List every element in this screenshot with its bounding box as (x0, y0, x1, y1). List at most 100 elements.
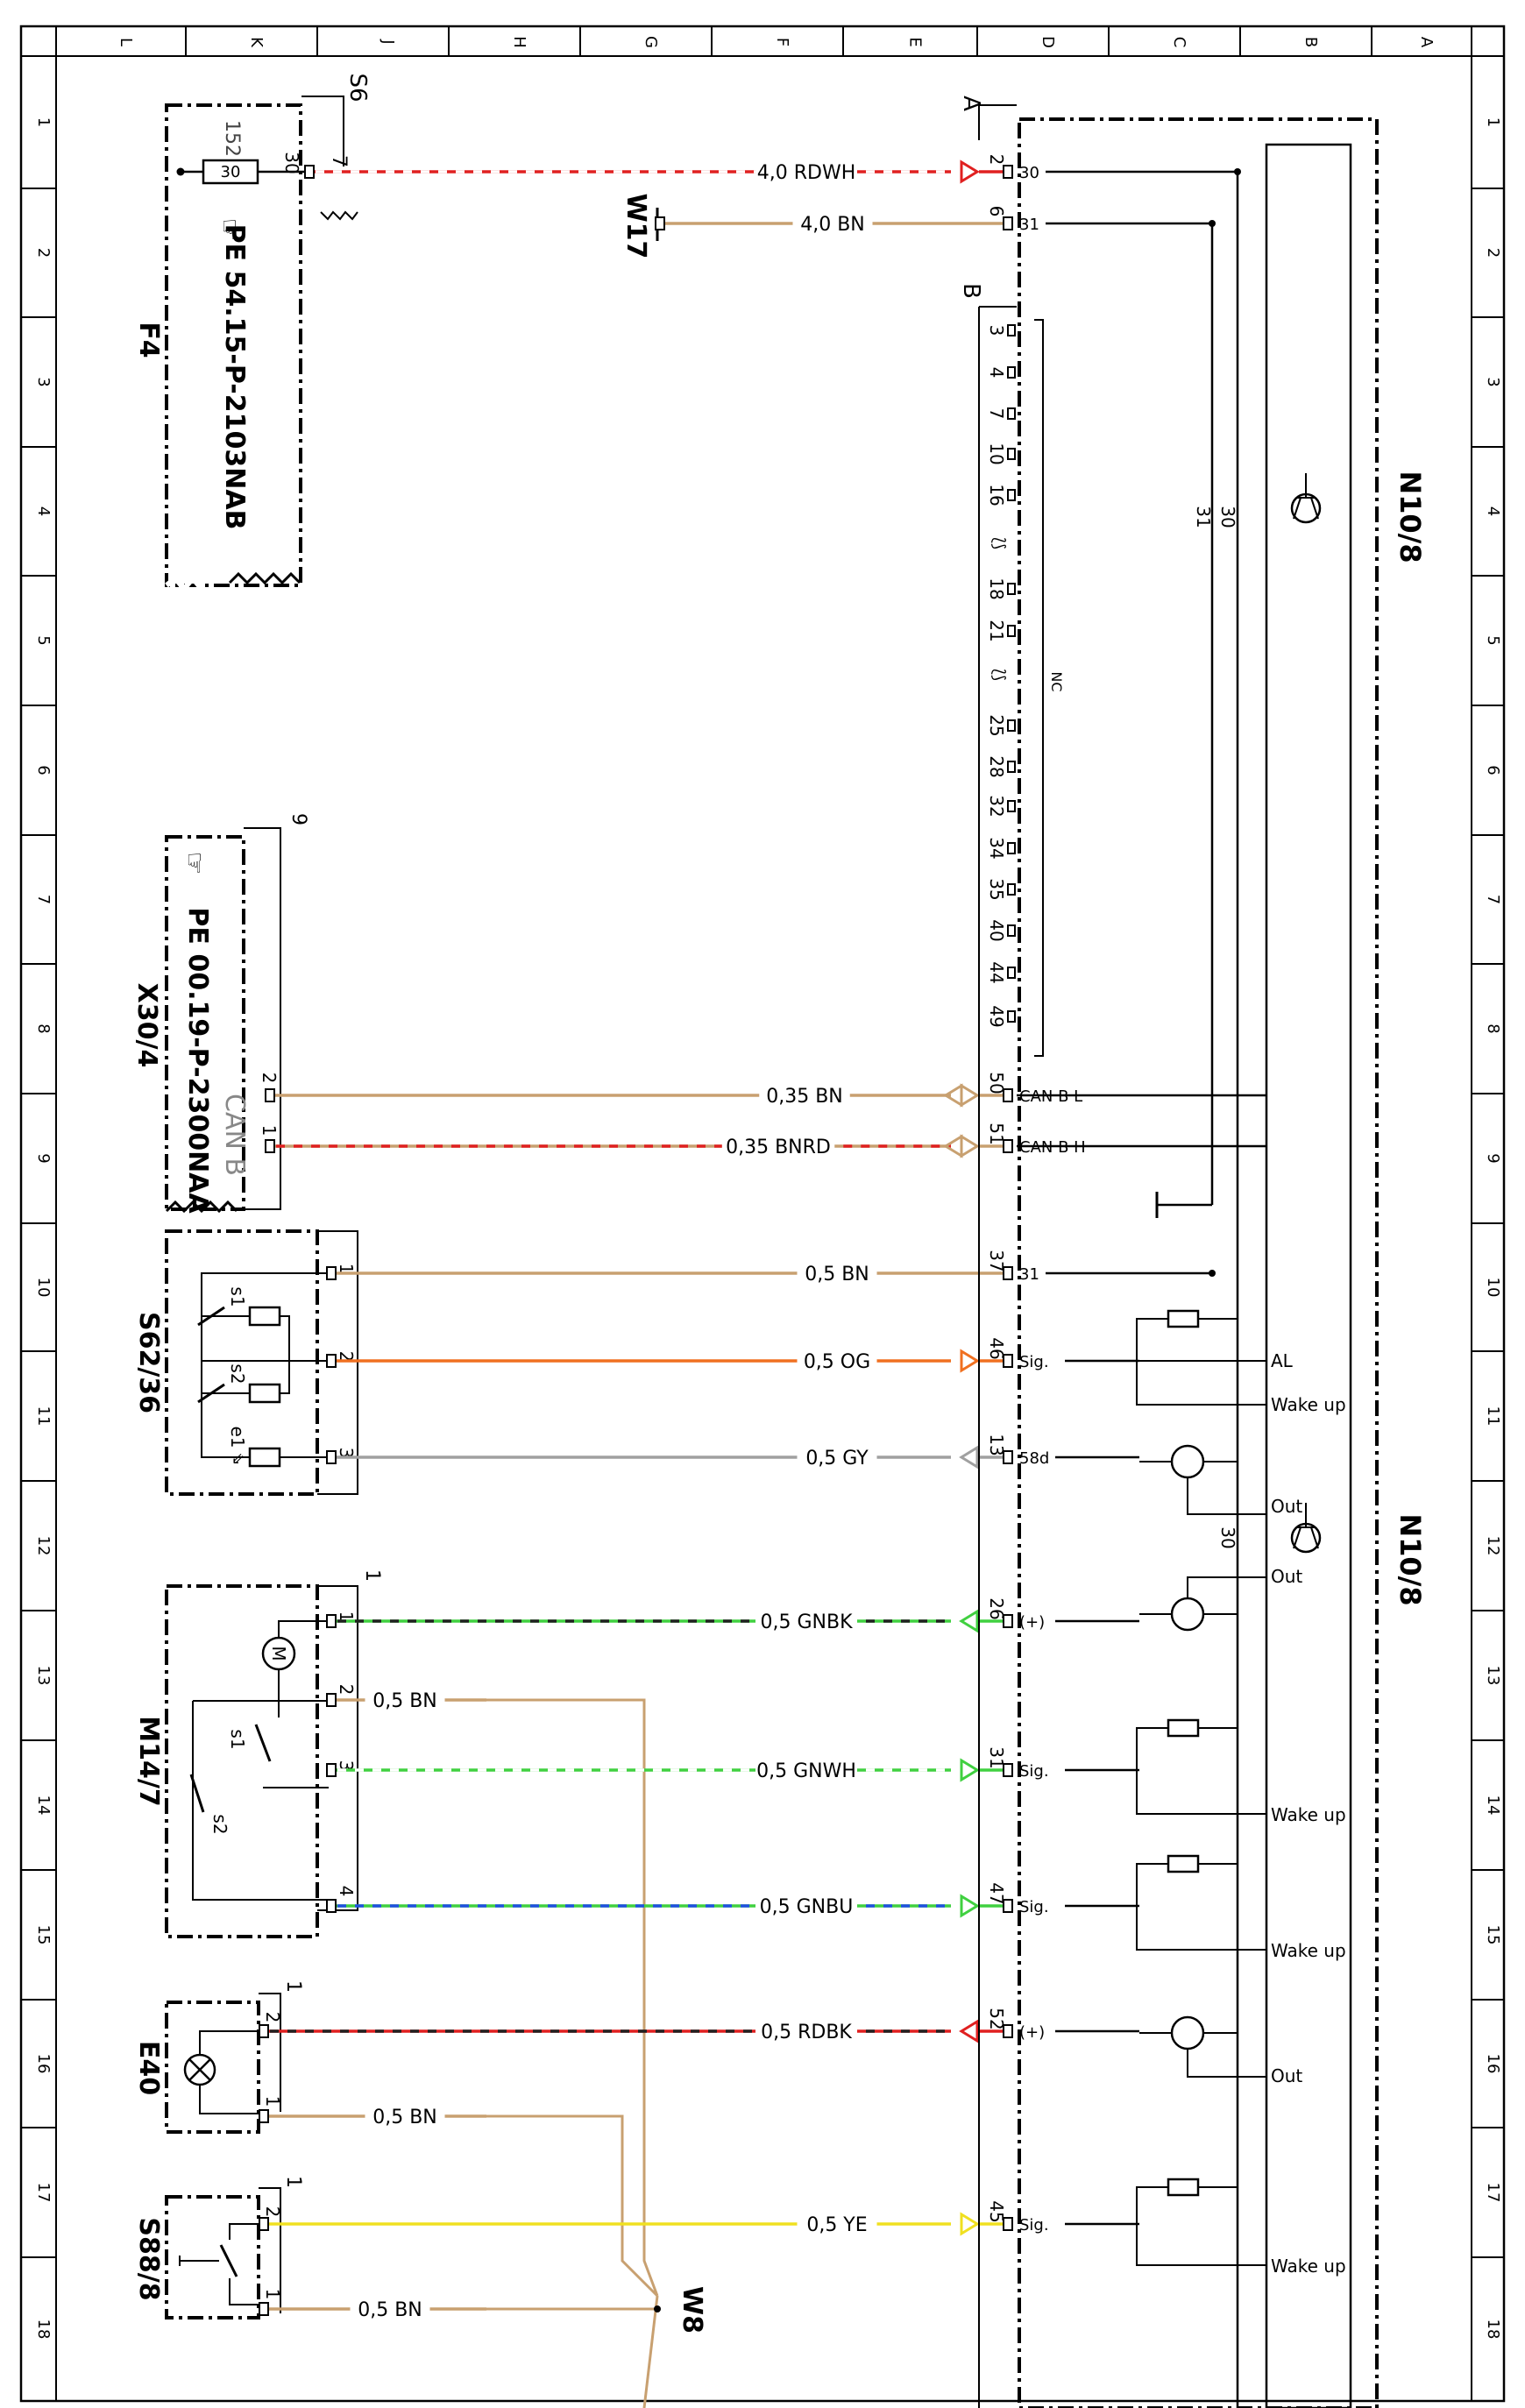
wire-label: 0,5 BN (372, 2107, 437, 2128)
direction-arrow-icon (943, 1134, 963, 1158)
row-label: 5 (1484, 635, 1502, 645)
nc-pin-terminal (1007, 1010, 1016, 1023)
internal-input-al (1136, 1309, 1266, 1406)
column-label: F (773, 38, 791, 46)
row-label: 2 (34, 248, 53, 258)
row-label: 9 (34, 1153, 53, 1163)
s88-8-pin-2: 2 (262, 2206, 283, 2218)
internal-input-47 (1136, 1854, 1266, 1951)
f4-fuse-block: F4 PE 54.15-P-2103NAB ☞ 152 30 30 7 S6 (133, 73, 371, 593)
row-label: 11 (34, 1406, 53, 1427)
row-label: 15 (1484, 1925, 1502, 1945)
row-label: 1 (34, 117, 53, 127)
row-label: 7 (34, 895, 53, 904)
nc-pin-terminal (1007, 366, 1016, 379)
wire-m14-2: 0,5 BN (326, 1690, 486, 1712)
pin-terminal (1003, 1450, 1013, 1464)
nc-pin-number: 3 (986, 325, 1007, 336)
nc-pin-terminal (1007, 719, 1016, 732)
s88-8-internal-wiring (229, 2223, 261, 2305)
m14-s2-label: s2 (209, 1814, 231, 1834)
row-label: 14 (1484, 1795, 1502, 1816)
lamp-cross (188, 2058, 211, 2081)
rail-31-label: 31 (1193, 506, 1214, 528)
row-label: 3 (1484, 377, 1502, 386)
s62-36-pin-1: 1 (336, 1264, 357, 1275)
pin-number: 52 (986, 2008, 1007, 2029)
m14-7-actuator-block: 1 M14/7 M s1 s2 1 2 3 4 (133, 1569, 383, 1938)
direction-arrow-icon (960, 1894, 980, 1918)
wire-label: 0,35 BN (766, 1086, 843, 1108)
direction-arrow-icon (960, 1349, 980, 1373)
n10-8-module: A B N10/8 N10/8 NC 347101618212528323435… (958, 96, 1427, 2408)
wire-s88-1: 0,5 BN (259, 2299, 486, 2321)
terminal-label: CAN B H (1019, 1138, 1086, 1157)
can-bus-label: CAN B (219, 1094, 250, 1176)
x30-4-bracket (244, 827, 281, 1210)
s88-8-actuator-icon (179, 2256, 219, 2266)
x30-4-label: X30/4 (131, 983, 162, 1068)
w8-node (654, 2305, 661, 2312)
row-label: 17 (1484, 2183, 1502, 2203)
w8-ground: W8 (486, 1698, 707, 2408)
source-pin-terminal (265, 1088, 275, 1102)
s6-bracket (301, 96, 344, 166)
direction-arrow-icon (959, 1445, 979, 1470)
direction-arrow-icon (960, 2212, 980, 2236)
pin-terminal (1003, 1354, 1013, 1368)
internal-input-31 (1136, 1718, 1266, 1815)
s88-8-pin-1: 1 (262, 2289, 283, 2300)
row-label: 10 (1484, 1278, 1502, 1298)
nc-pin-number: 7 (986, 408, 1007, 420)
pin-number: 26 (986, 1597, 1007, 1619)
s62-36-pin-2: 2 (336, 1351, 357, 1363)
source-pin-terminal (326, 1614, 337, 1628)
source-pin-terminal (326, 1354, 337, 1368)
e40-bracket (259, 1993, 281, 2112)
s62-36-bracket (317, 1230, 358, 1495)
inner-frame (55, 55, 1472, 2402)
s2-resistor (248, 1383, 281, 1404)
m14-s2-switch-icon (189, 1774, 205, 1813)
nc-pin-number: 34 (986, 837, 1007, 859)
row-label: 10 (34, 1278, 53, 1298)
row-label: 6 (1484, 765, 1502, 775)
n10-8-label: N10/8 (1394, 471, 1427, 563)
column-label: D (1039, 36, 1057, 48)
source-pin-terminal (265, 1139, 275, 1153)
s1-label: s1 (227, 1286, 248, 1307)
m14-7-label: M14/7 (133, 1716, 164, 1806)
fuse-node (176, 167, 185, 176)
terminal-label: Sig. (1019, 2216, 1049, 2234)
column-label: L (117, 38, 135, 46)
e1-resistor (248, 1447, 281, 1468)
nc-pin-number: 4 (986, 367, 1007, 379)
f4-box (165, 103, 302, 587)
row-label: 8 (34, 1023, 53, 1033)
nc-pin-terminal (1007, 967, 1016, 979)
direction-arrow-icon (960, 1758, 980, 1782)
e40-pin-2: 2 (262, 2012, 283, 2023)
wire-label: 4,0 BN (800, 214, 865, 236)
direction-arrow-icon (943, 1083, 963, 1108)
e40-box (165, 2001, 260, 2134)
f4-label: F4 (133, 322, 164, 358)
m14-s1-label: s1 (227, 1729, 248, 1749)
nc-pin-terminal (1007, 800, 1016, 812)
f4-break-mask (165, 574, 204, 593)
s88-8-connector-number: 1 (282, 2176, 304, 2188)
pin-terminal (1003, 1614, 1013, 1628)
wire-label: 0,5 RDBK (761, 2022, 852, 2043)
wire-label: 0,5 BN (358, 2299, 422, 2321)
nc-pin-terminal (1007, 625, 1016, 637)
label-out-1: Out (1271, 1496, 1302, 1517)
row-label: 3 (34, 377, 53, 386)
